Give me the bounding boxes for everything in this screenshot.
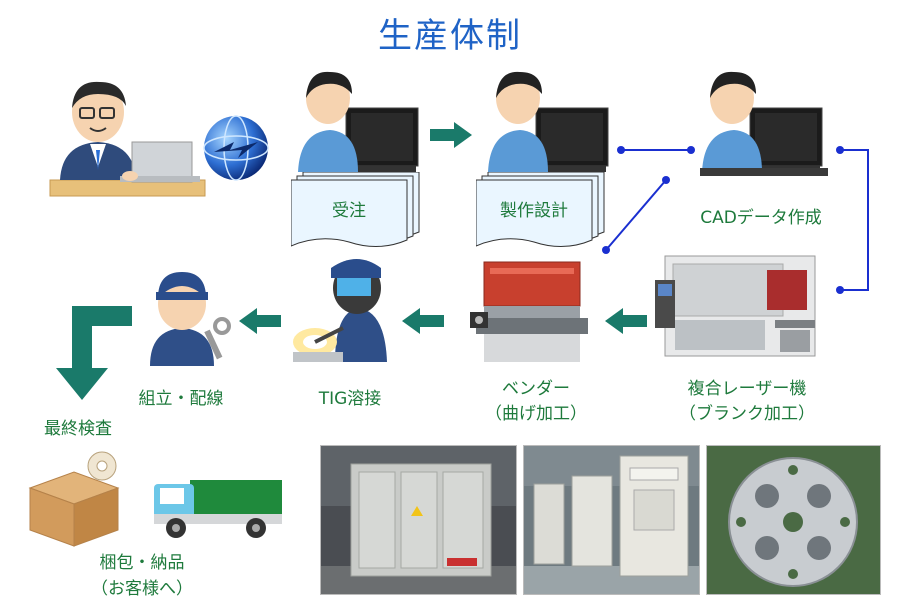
press-brake-illustration: [470, 261, 588, 362]
assembly-worker-illustration: [150, 272, 231, 366]
inspection-label: 最終検査: [44, 419, 112, 439]
packing-label: 梱包・納品: [99, 553, 185, 573]
delivery-truck-illustration: [154, 480, 282, 538]
flow-arrow-left: [239, 308, 281, 334]
product-photo-cabinet: [320, 445, 517, 595]
design-label: 製作設計: [500, 201, 568, 221]
page-title: 生産体制: [378, 16, 522, 56]
flow-arrow-right: [430, 122, 472, 148]
bender-sub-label: （曲げ加工）: [485, 404, 587, 424]
design-worker-illustration: [488, 71, 609, 172]
welder-illustration: [293, 259, 387, 362]
design-document: 製作設計: [476, 172, 608, 247]
laser-label: 複合レーザー機: [687, 379, 807, 399]
flow-arrow-left: [605, 308, 647, 334]
cad-worker-illustration: [700, 71, 828, 176]
packing-sub-label: （お客様へ）: [91, 579, 193, 599]
order-receipt-label: 受注: [332, 201, 366, 221]
connector-design-cad: [617, 146, 695, 154]
laser-machine-illustration: [655, 255, 816, 357]
product-photo-control-panels: [523, 445, 700, 595]
globe-network-icon: [203, 115, 269, 181]
flow-arrow-down: [56, 306, 132, 400]
connector-cad-bender: [602, 176, 670, 254]
order-receipt-document: 受注: [291, 172, 420, 247]
bender-label: ベンダー: [502, 379, 570, 399]
laser-sub-label: （ブランク加工）: [679, 404, 815, 424]
connector-cad-laser: [836, 146, 869, 294]
assembly-label: 組立・配線: [138, 389, 224, 409]
flow-arrow-left: [402, 308, 444, 334]
tig-label: TIG溶接: [318, 389, 382, 409]
package-box-illustration: [28, 451, 120, 547]
order-receipt-worker-illustration: [298, 71, 419, 172]
cad-label: CADデータ作成: [700, 208, 822, 228]
customer-illustration: [49, 81, 206, 197]
product-photo-metal-plate: [706, 445, 881, 595]
